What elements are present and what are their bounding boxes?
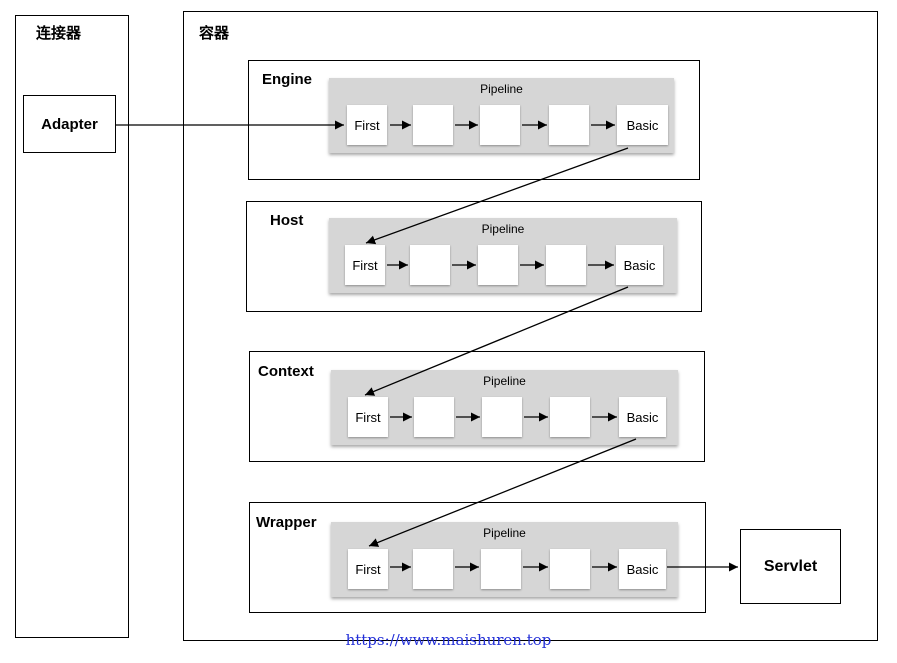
wrapper-pipeline: Pipeline First Basic xyxy=(331,522,678,597)
context-basic-valve: Basic xyxy=(619,397,666,437)
engine-first-valve: First xyxy=(347,105,387,145)
wrapper-valve-2 xyxy=(413,549,453,589)
engine-basic-valve: Basic xyxy=(617,105,668,145)
wrapper-basic-valve: Basic xyxy=(619,549,666,589)
context-first-valve: First xyxy=(348,397,388,437)
host-title: Host xyxy=(270,212,304,229)
engine-valve-3 xyxy=(480,105,520,145)
context-pipeline: Pipeline First Basic xyxy=(331,370,678,445)
context-valve-2 xyxy=(414,397,454,437)
engine-pipeline-label: Pipeline xyxy=(480,82,523,96)
wrapper-valve-4 xyxy=(550,549,590,589)
engine-pipeline: Pipeline First Basic xyxy=(329,78,674,153)
container-title: 容器 xyxy=(199,25,230,42)
context-valve-4 xyxy=(550,397,590,437)
watermark-url: https://www.maishuren.top xyxy=(345,631,552,649)
context-title: Context xyxy=(258,363,314,380)
engine-valve-4 xyxy=(549,105,589,145)
context-pipeline-label: Pipeline xyxy=(483,374,526,388)
host-pipeline: Pipeline First Basic xyxy=(329,218,677,293)
context-valve-3 xyxy=(482,397,522,437)
engine-valve-2 xyxy=(413,105,453,145)
connector-title: 连接器 xyxy=(36,25,82,42)
host-valve-3 xyxy=(478,245,518,285)
host-first-valve: First xyxy=(345,245,385,285)
servlet-box: Servlet xyxy=(740,529,841,604)
wrapper-first-valve: First xyxy=(348,549,388,589)
host-pipeline-label: Pipeline xyxy=(481,222,525,236)
host-valve-4 xyxy=(546,245,586,285)
wrapper-valve-3 xyxy=(481,549,521,589)
adapter-box: Adapter xyxy=(23,95,116,153)
engine-title: Engine xyxy=(262,71,313,88)
wrapper-pipeline-label: Pipeline xyxy=(483,526,526,540)
host-valve-2 xyxy=(410,245,450,285)
host-basic-valve: Basic xyxy=(616,245,663,285)
wrapper-title: Wrapper xyxy=(256,514,317,531)
